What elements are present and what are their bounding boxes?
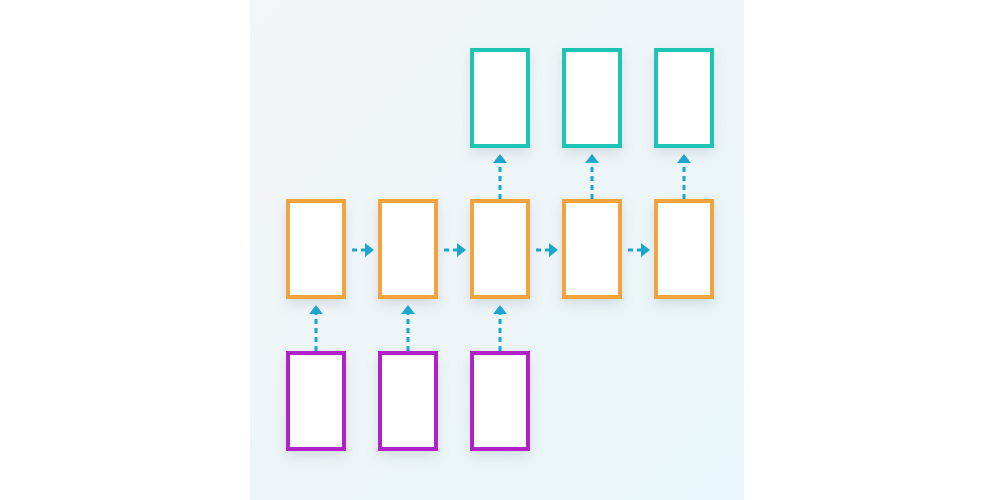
recurrent-arrow: [352, 243, 374, 257]
recurrent-arrow: [444, 243, 466, 257]
arrows-layer: [309, 154, 691, 351]
input-to-hidden-arrow: [493, 305, 507, 351]
hidden-state-box: [470, 199, 530, 299]
input-box: [378, 351, 438, 451]
hidden-to-output-arrow: [585, 154, 599, 199]
input-box: [470, 351, 530, 451]
input-box: [286, 351, 346, 451]
hidden-to-output-arrow: [677, 154, 691, 199]
recurrent-arrow: [536, 243, 558, 257]
output-box: [470, 48, 530, 148]
recurrent-arrow: [628, 243, 650, 257]
hidden-state-box: [378, 199, 438, 299]
hidden-state-box: [562, 199, 622, 299]
hidden-state-box: [654, 199, 714, 299]
output-box: [562, 48, 622, 148]
input-to-hidden-arrow: [309, 305, 323, 351]
boxes-layer: [286, 48, 714, 451]
hidden-state-box: [286, 199, 346, 299]
input-to-hidden-arrow: [401, 305, 415, 351]
hidden-to-output-arrow: [493, 154, 507, 199]
output-box: [654, 48, 714, 148]
